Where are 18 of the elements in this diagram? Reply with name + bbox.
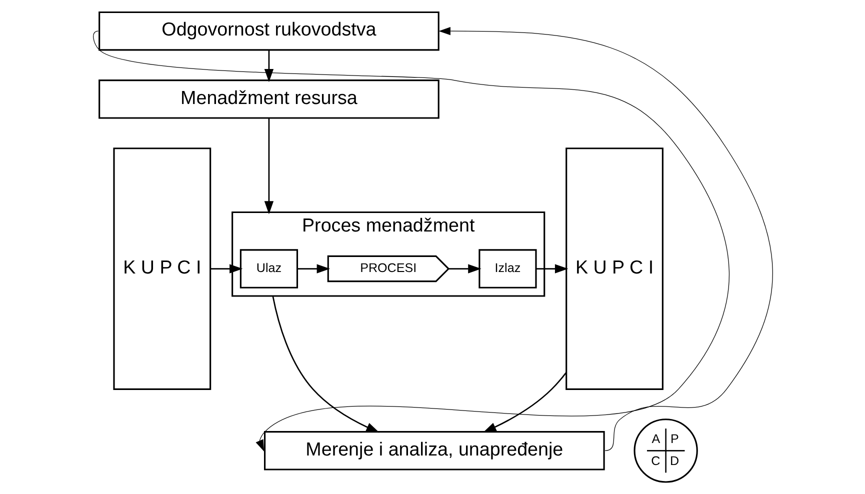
arrow bbox=[264, 118, 274, 214]
node-box: Ulaz bbox=[239, 249, 298, 288]
arrow bbox=[438, 26, 772, 451]
node-box: Odgovornost rukovodstva bbox=[98, 11, 439, 51]
arrow bbox=[448, 264, 481, 274]
arrow bbox=[92, 30, 729, 452]
node-box: Izlaz bbox=[478, 249, 536, 288]
arrow bbox=[264, 50, 274, 82]
arrow bbox=[482, 372, 566, 433]
node-box: Menadžment resursa bbox=[98, 80, 439, 119]
node-box: K U P C I bbox=[112, 148, 211, 390]
arrow bbox=[210, 264, 242, 274]
node-box: Merenje i analiza, unapređenje bbox=[264, 431, 604, 470]
node-circle: A P C D bbox=[633, 418, 698, 483]
arrow bbox=[296, 264, 330, 274]
node-box: K U P C I bbox=[565, 148, 663, 390]
arrow bbox=[536, 264, 568, 274]
arrow bbox=[272, 296, 379, 433]
